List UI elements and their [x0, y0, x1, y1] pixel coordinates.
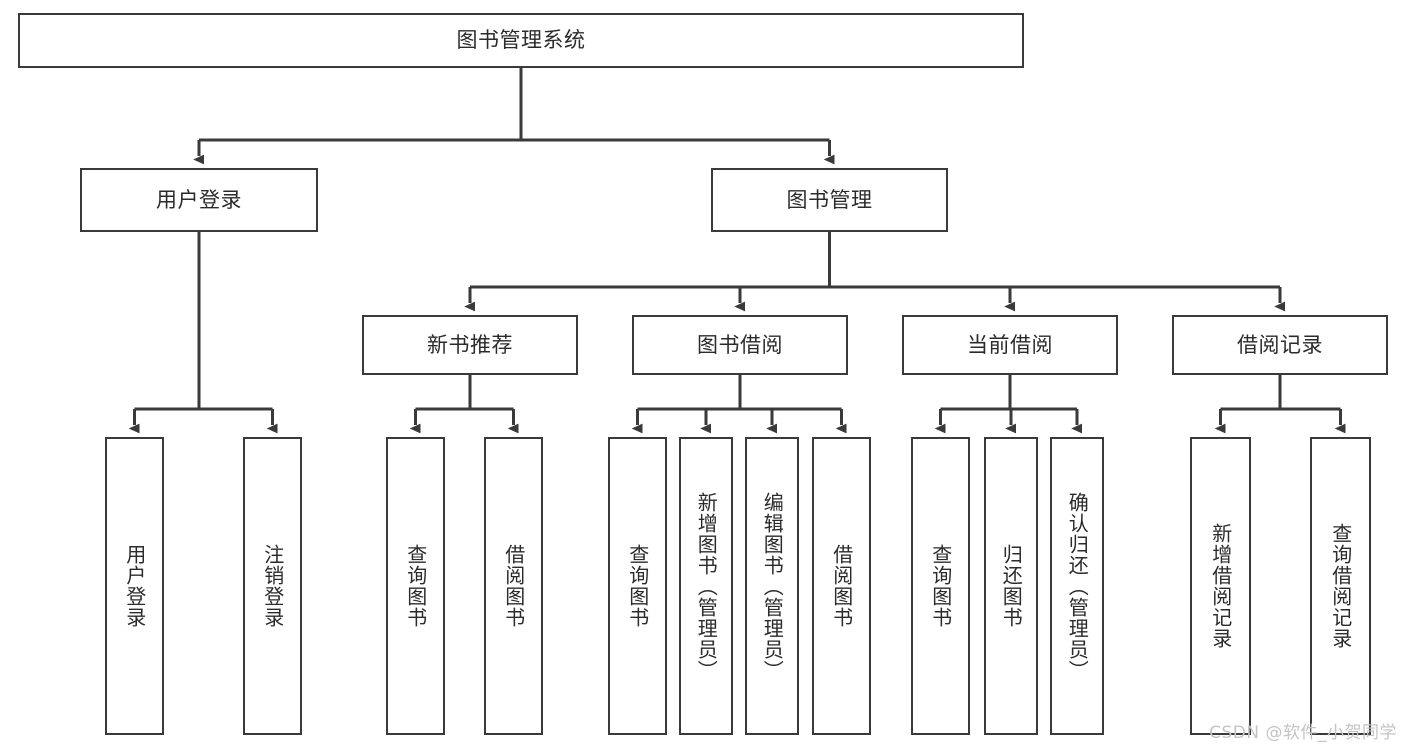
node-leaf-user-logout[interactable]: 注销登录	[243, 437, 302, 735]
node-label: 图书管理	[786, 187, 873, 212]
node-label: 借阅图书	[501, 544, 526, 628]
node-label: 当前借阅	[967, 332, 1053, 357]
node-borrow[interactable]: 图书借阅	[632, 315, 848, 375]
node-label: 借阅记录	[1237, 332, 1323, 357]
node-leaf-nb-borrow[interactable]: 借阅图书	[484, 437, 543, 735]
node-leaf-bb-borrow[interactable]: 借阅图书	[812, 437, 871, 735]
node-leaf-cb-confirm[interactable]: 确认归还（管理员）	[1050, 437, 1104, 735]
node-label: 借阅图书	[829, 544, 854, 628]
node-leaf-cb-query[interactable]: 查询图书	[911, 437, 970, 735]
node-label: 查询图书	[403, 544, 428, 628]
node-label: 新增图书（管理员）	[694, 491, 719, 681]
node-label: 确认归还（管理员）	[1065, 491, 1090, 681]
node-current[interactable]: 当前借阅	[902, 315, 1118, 375]
node-leaf-nb-query[interactable]: 查询图书	[386, 437, 445, 735]
node-label: 新增借阅记录	[1208, 523, 1233, 649]
node-leaf-rec-query[interactable]: 查询借阅记录	[1310, 437, 1371, 735]
node-login[interactable]: 用户登录	[80, 168, 318, 232]
node-label: 用户登录	[156, 187, 242, 212]
node-bookmgmt[interactable]: 图书管理	[711, 168, 948, 232]
node-leaf-bb-edit[interactable]: 编辑图书（管理员）	[745, 437, 799, 735]
node-label: 图书借阅	[697, 332, 783, 357]
node-label: 新书推荐	[427, 332, 513, 357]
node-records[interactable]: 借阅记录	[1172, 315, 1388, 375]
node-leaf-rec-add[interactable]: 新增借阅记录	[1190, 437, 1251, 735]
node-newbook[interactable]: 新书推荐	[362, 315, 578, 375]
node-leaf-user-login[interactable]: 用户登录	[105, 437, 164, 735]
node-label: 图书管理系统	[456, 28, 586, 53]
node-leaf-bb-add[interactable]: 新增图书（管理员）	[679, 437, 733, 735]
node-label: 用户登录	[122, 544, 147, 628]
node-label: 查询图书	[625, 544, 650, 628]
node-label: 注销登录	[260, 544, 285, 628]
node-label: 编辑图书（管理员）	[760, 491, 785, 681]
node-label: 查询借阅记录	[1328, 523, 1353, 649]
node-leaf-cb-return[interactable]: 归还图书	[984, 437, 1038, 735]
csdn-watermark: CSDN @软件_小贺同学	[1209, 723, 1397, 743]
node-label: 归还图书	[999, 544, 1024, 628]
node-label: 查询图书	[928, 544, 953, 628]
node-root[interactable]: 图书管理系统	[18, 13, 1024, 68]
node-leaf-bb-query[interactable]: 查询图书	[608, 437, 667, 735]
